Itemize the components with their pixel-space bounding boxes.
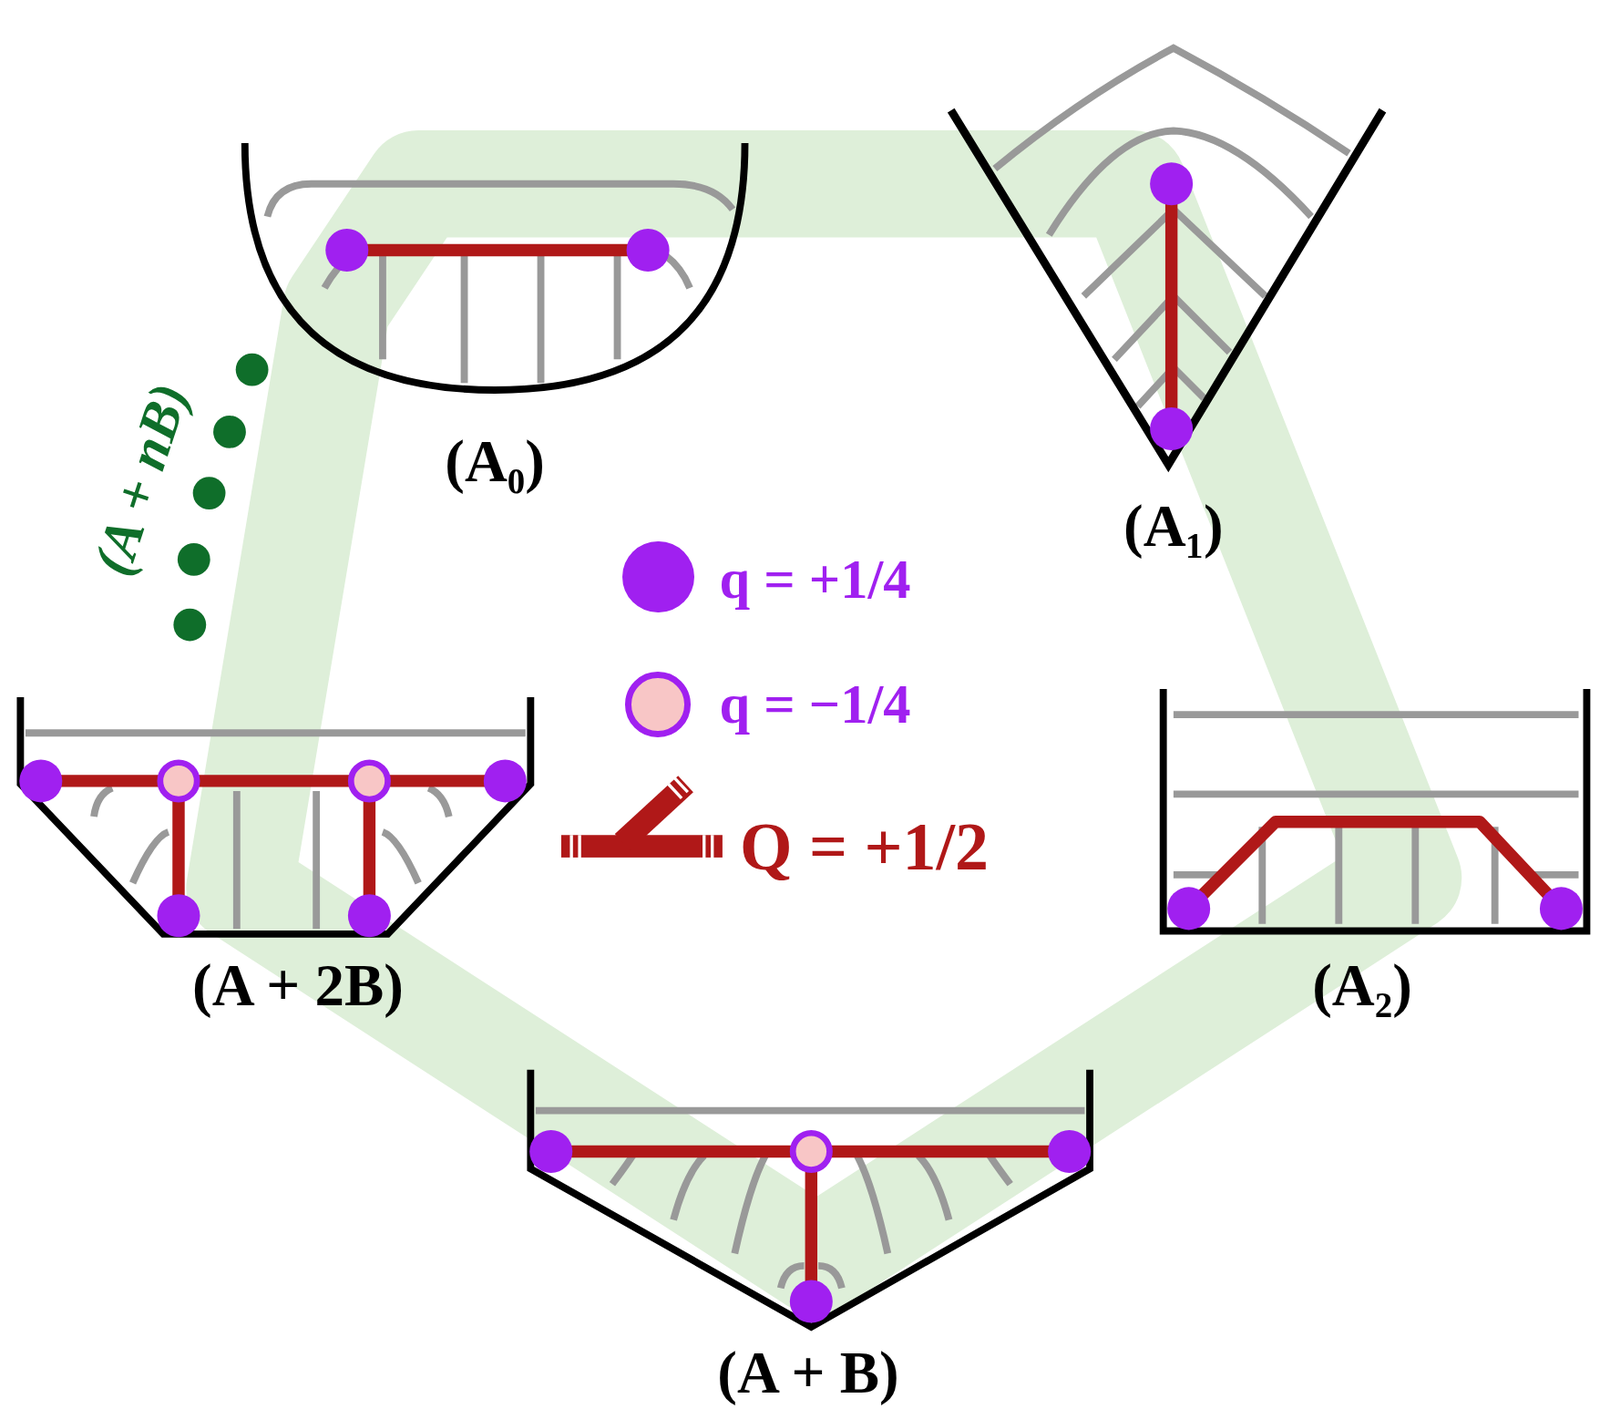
a0-panel — [245, 143, 746, 390]
legend-text: q = +1/4 — [719, 552, 912, 607]
state-label: (A₂) — [1312, 954, 1413, 1015]
a-plus-b-panel — [529, 1069, 1091, 1327]
legend-swatch — [625, 671, 691, 738]
tee-symbol — [561, 778, 723, 858]
a1-panel — [951, 48, 1384, 465]
legend-text: q = −1/4 — [719, 676, 912, 731]
state-label: (A + 2B) — [192, 954, 404, 1015]
legend-text: Q = +1/2 — [739, 813, 989, 882]
cycle-band — [239, 184, 1408, 1261]
state-label: (A + B) — [717, 1343, 899, 1403]
state-label: (A₀) — [444, 431, 545, 492]
a-plus-2b-panel — [19, 697, 531, 937]
state-label: (A₁) — [1123, 495, 1224, 555]
a2-panel — [1163, 688, 1588, 931]
legend-swatch — [622, 541, 694, 613]
